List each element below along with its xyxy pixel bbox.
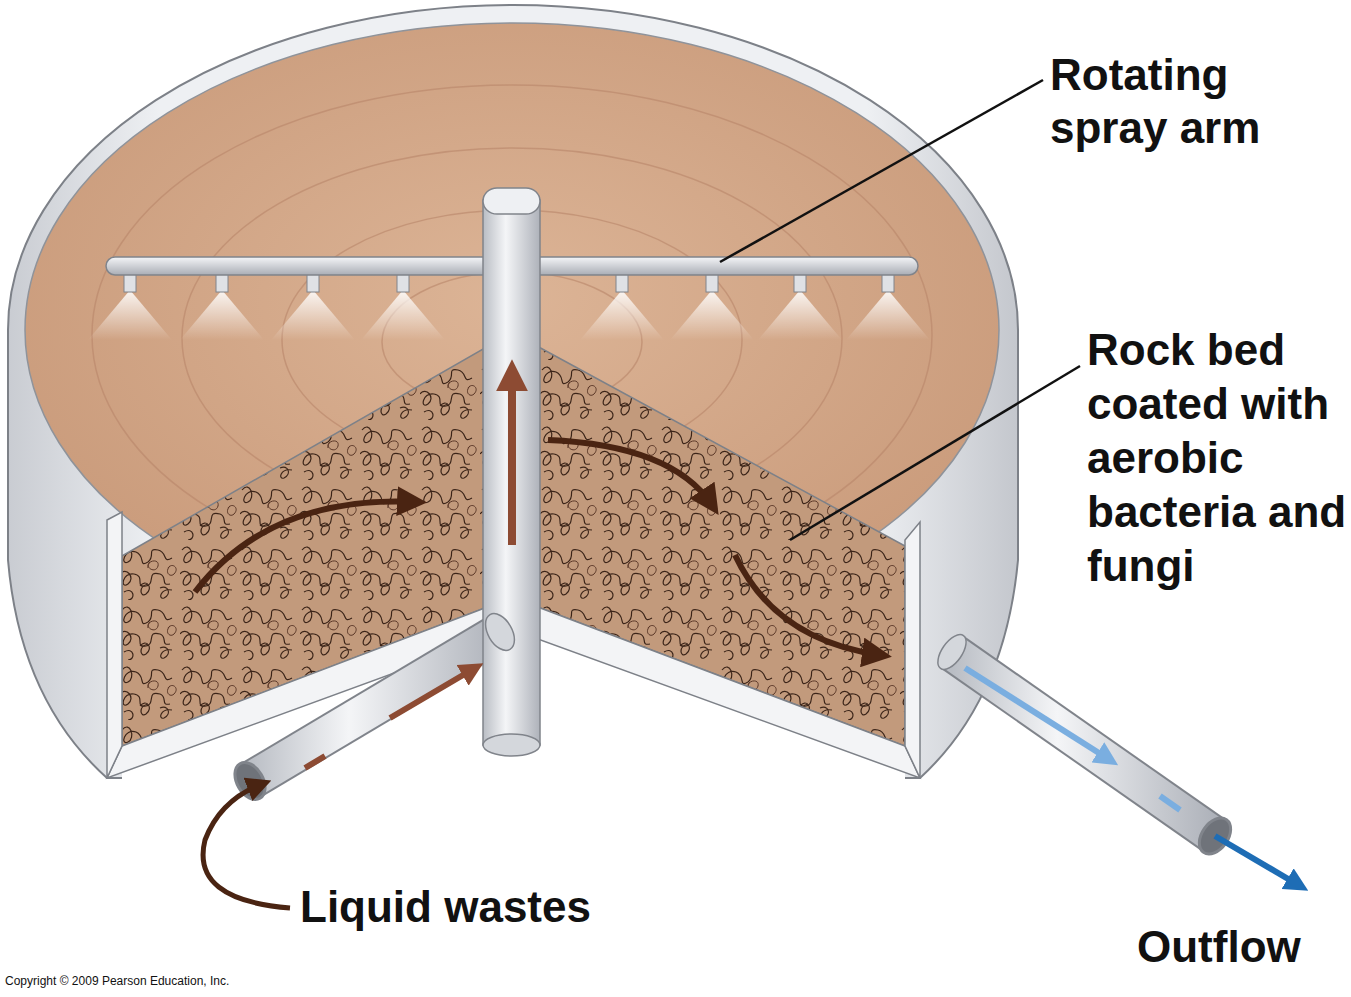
central-pipe [483,200,540,745]
flow-arrow [548,440,712,505]
tank-floor [535,606,920,778]
callout-label: Rock bed coated with aerobic bacteria an… [1087,323,1351,593]
callout-label: Liquid wastes [300,880,660,934]
inlet-pipe [248,632,500,782]
callout-label: Rotating spray arm [1050,48,1310,154]
outflow-arrow [1160,796,1180,810]
copyright-note: Copyright © 2009 Pearson Education, Inc. [5,973,405,989]
outflow-pipe [952,652,1215,836]
outflow-arrow [1215,836,1300,886]
tank-wall [8,5,1018,778]
inlet-pipe [248,632,500,782]
callout-label: Outflow [1137,920,1347,974]
tank-wall-edge [107,512,122,778]
flow-arrow [305,668,475,768]
leader-line [790,366,1080,540]
flow-arrow [203,784,290,908]
flow-arrow [195,502,415,592]
tank-wall-edge [905,522,920,778]
central-pipe [483,734,540,756]
leader-line [720,80,1043,262]
pipe-joint [480,609,521,656]
flow-arrow [735,555,880,655]
outflow-arrow [965,668,1110,760]
central-pipe-cap [483,188,540,214]
flow-arrow [508,372,516,545]
outflow-pipe [952,652,1215,836]
